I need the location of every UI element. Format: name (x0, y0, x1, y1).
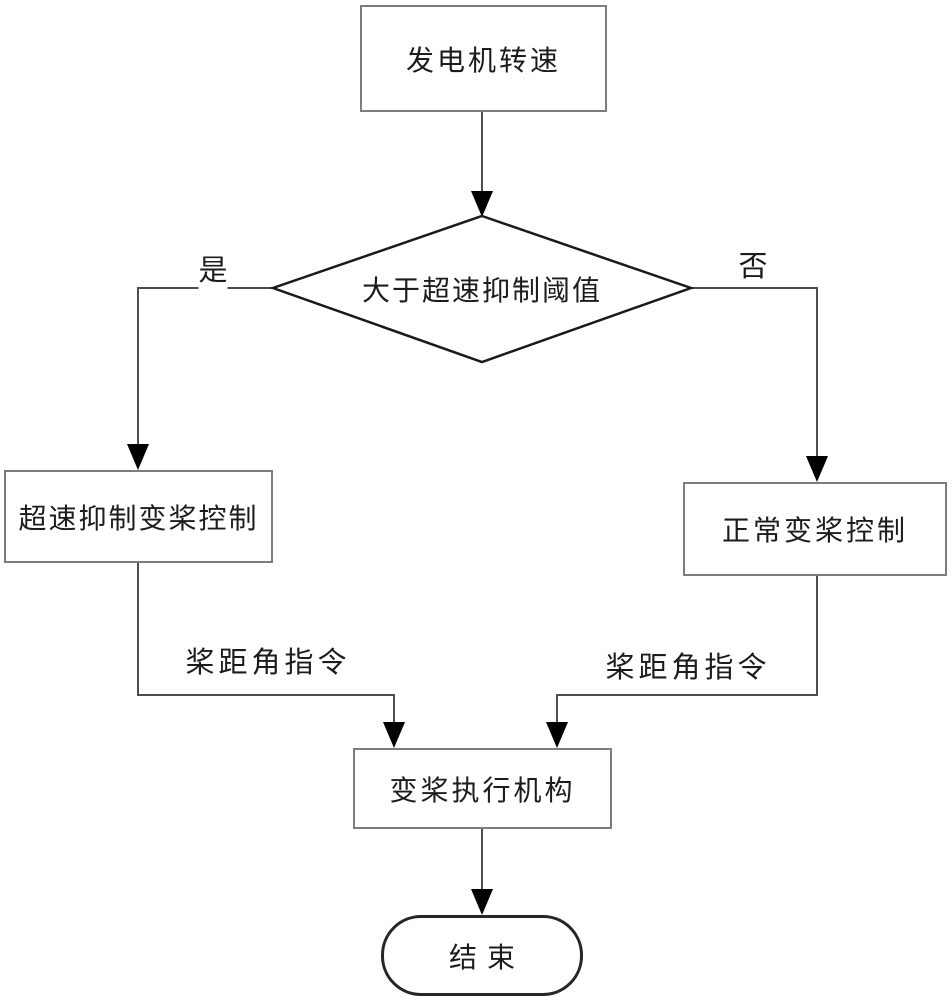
start-node: 发电机转速 (360, 5, 607, 112)
yes-branch-label: 是 (198, 247, 228, 289)
connector-lines (137, 112, 818, 893)
connector-decision-to-normal (691, 287, 818, 460)
arrowhead-into-normal-icon (806, 456, 828, 482)
actuator-node: 变桨执行机构 (353, 748, 612, 829)
arrowheads (127, 191, 828, 915)
connector-overspeed-to-actuator (137, 563, 395, 726)
arrowhead-into-actuator-right-icon (546, 722, 568, 748)
decision-node-label: 大于超速抑制阈值 (361, 276, 603, 307)
connector-normal-to-actuator (556, 576, 818, 726)
pitch-command-right-label: 桨距角指令 (605, 644, 771, 686)
normal-control-node-label: 正常变桨控制 (721, 516, 908, 547)
end-terminator-node: 结束 (381, 915, 583, 996)
start-node-label: 发电机转速 (405, 45, 561, 77)
overspeed-control-node-label: 超速抑制变桨控制 (18, 503, 259, 535)
arrowhead-into-overspeed-icon (127, 444, 149, 470)
arrowhead-into-actuator-left-icon (383, 722, 405, 748)
no-branch-label: 否 (738, 243, 768, 285)
decision-diamond-shape (269, 214, 695, 364)
connector-decision-to-overspeed (137, 287, 273, 448)
normal-control-node: 正常变桨控制 (683, 482, 947, 576)
overspeed-control-node: 超速抑制变桨控制 (4, 470, 273, 563)
arrowhead-into-end-icon (471, 889, 493, 915)
actuator-node-label: 变桨执行机构 (389, 775, 576, 807)
end-terminator-label: 结束 (448, 942, 525, 974)
arrowhead-into-decision-icon (471, 191, 493, 217)
pitch-command-left-label: 桨距角指令 (185, 639, 351, 681)
